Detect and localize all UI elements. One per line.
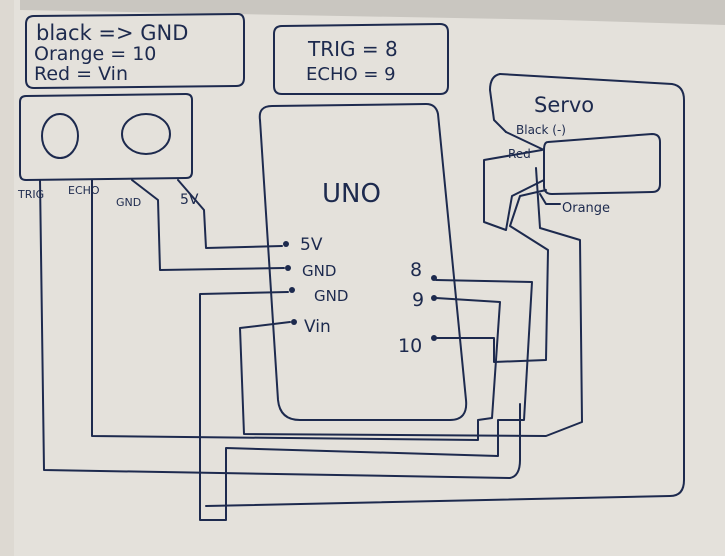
note-echo: ECHO = 9 bbox=[306, 64, 396, 85]
legend-red: Red = Vin bbox=[34, 63, 128, 85]
wire-5v bbox=[177, 179, 283, 249]
board-pin-gnd2: GND bbox=[314, 287, 348, 305]
servo-orange-label: Orange bbox=[562, 201, 610, 216]
pin-dot-9 bbox=[431, 295, 437, 301]
wire-sensor-gnd bbox=[131, 179, 285, 271]
wire-trig bbox=[39, 179, 521, 479]
legend-black: black => GND bbox=[36, 21, 188, 45]
board-pin-vin: Vin bbox=[304, 317, 331, 337]
note-trig: TRIG = 8 bbox=[307, 37, 398, 61]
board-pin-gnd1: GND bbox=[302, 262, 336, 280]
servo-body bbox=[543, 133, 661, 195]
sensor-pin-5v: 5V bbox=[180, 192, 199, 208]
servo-black-label: Black (-) bbox=[516, 123, 566, 137]
sensor-transmitter bbox=[41, 113, 79, 159]
board-pin-8: 8 bbox=[410, 259, 422, 281]
sensor-receiver bbox=[121, 113, 171, 155]
wire-servo-red bbox=[483, 149, 545, 231]
sensor-pin-echo: ECHO bbox=[68, 184, 100, 197]
wire-echo bbox=[91, 179, 501, 441]
board-title: UNO bbox=[322, 179, 381, 209]
pin-note-box: TRIG = 8 ECHO = 9 bbox=[273, 23, 449, 95]
board-pin-9: 9 bbox=[412, 289, 424, 311]
sensor-pin-trig: TRIG bbox=[17, 188, 44, 201]
paper-sheet bbox=[14, 0, 725, 556]
pin-dot-gnd1 bbox=[285, 265, 291, 271]
servo-motor: Servo Black (-) Red Orange bbox=[205, 73, 685, 507]
wire-vin bbox=[239, 167, 583, 437]
board-pin-5v: 5V bbox=[300, 235, 323, 255]
wire-servo-black bbox=[505, 131, 545, 151]
legend-orange: Orange = 10 bbox=[34, 43, 156, 65]
wire-pin10 bbox=[435, 189, 549, 363]
pin-dot-5v bbox=[283, 241, 289, 247]
board-pin-10: 10 bbox=[398, 335, 422, 357]
servo-title: Servo bbox=[534, 93, 594, 117]
pin-dot-10 bbox=[431, 335, 437, 341]
sensor-pin-gnd: GND bbox=[116, 196, 141, 209]
arduino-board: UNO 5V GND GND Vin 8 9 10 bbox=[258, 103, 468, 421]
wire-gnd2 bbox=[199, 279, 533, 521]
wires bbox=[39, 131, 583, 521]
paper-shadow bbox=[20, 0, 725, 25]
pin-dot-gnd2 bbox=[289, 287, 295, 293]
servo-outline-left bbox=[489, 73, 507, 133]
pin-dot-vin bbox=[291, 319, 297, 325]
color-legend-box: black => GND Orange = 10 Red = Vin bbox=[25, 13, 245, 89]
servo-orange-arrow bbox=[539, 193, 561, 205]
